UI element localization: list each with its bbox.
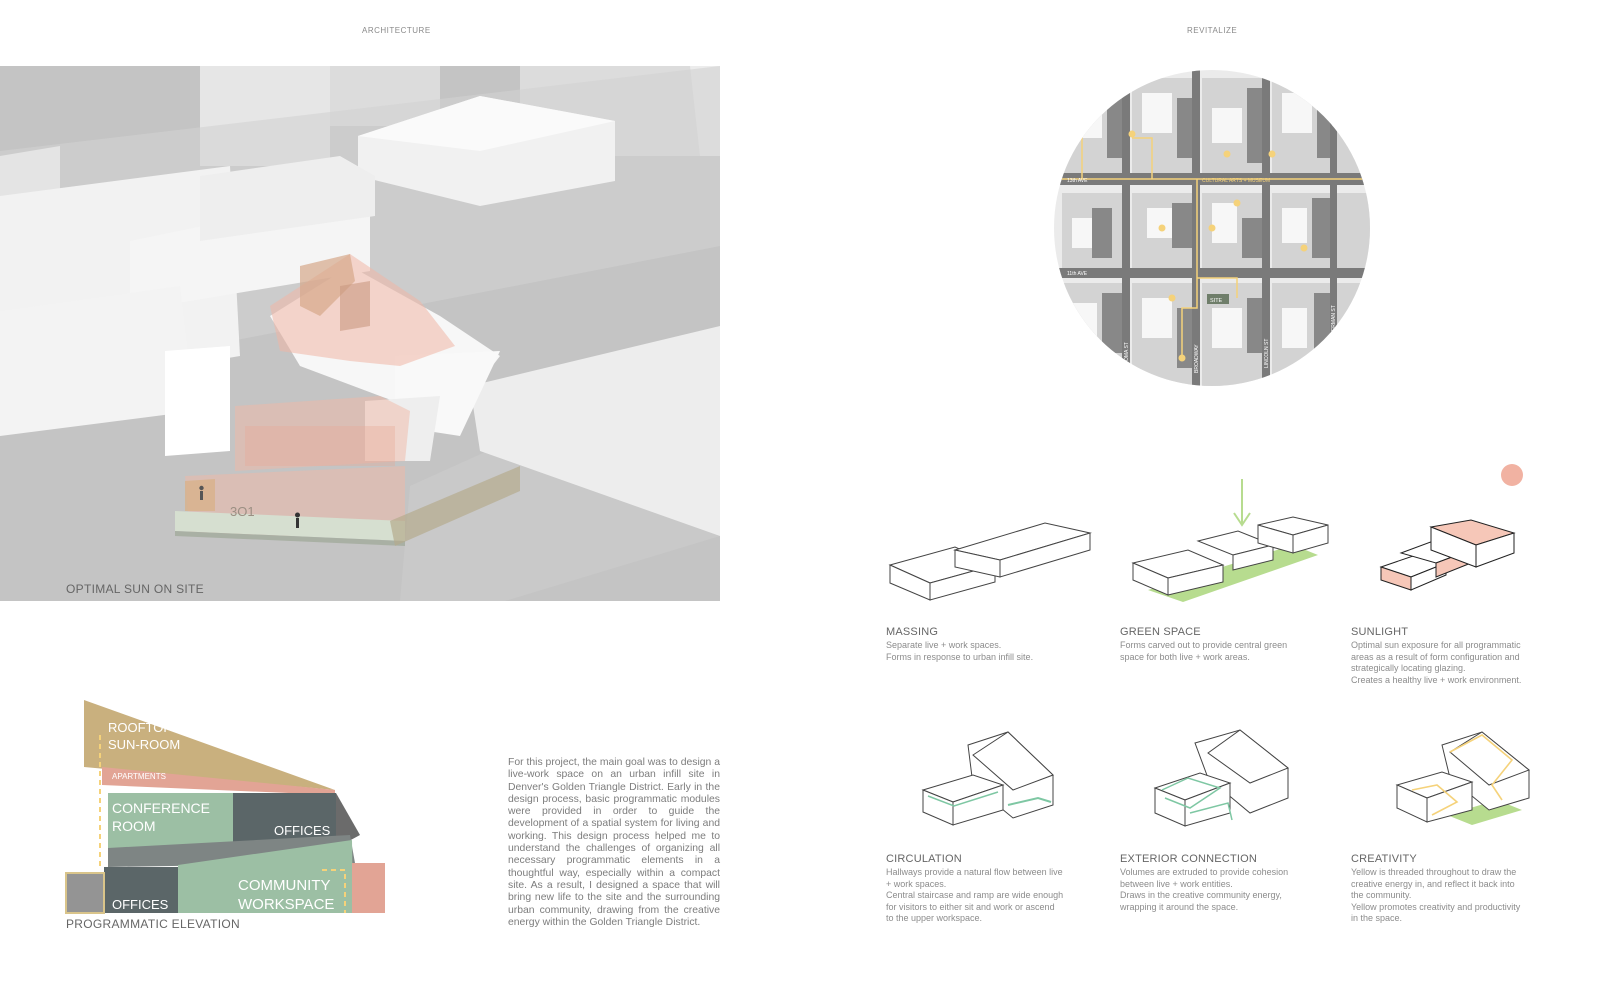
desc-line: creative energy in, and reflect it back … (1351, 878, 1515, 889)
desc-line: wrapping it around the space. (1120, 901, 1239, 912)
desc-line: areas as a result of form configuration … (1351, 651, 1520, 662)
diagram-desc-circulation: Hallways provide a natural flow between … (886, 867, 1086, 925)
desc-line: strategically locating glazing. (1351, 663, 1466, 674)
diagram-title-green-space: GREEN SPACE (1120, 626, 1201, 638)
diagram-desc-creativity: Yellow is threaded throughout to draw th… (1351, 867, 1561, 925)
desc-line: Draws in the creative community energy, (1120, 890, 1282, 901)
elevation-caption: PROGRAMMATIC ELEVATION (66, 917, 240, 931)
site-render-caption: OPTIMAL SUN ON SITE (66, 582, 204, 596)
map-label-museum: CULTURAL ARTS + MUSEUM (1202, 178, 1270, 184)
diagram-title-sunlight: SUNLIGHT (1351, 626, 1409, 638)
desc-line: in the space. (1351, 913, 1403, 924)
map-street-acoma: ACOMA ST (1124, 342, 1130, 368)
elevation-label-conference-2: ROOM (112, 818, 156, 834)
desc-line: the community. (1351, 890, 1412, 901)
diagram-desc-sunlight: Optimal sun exposure for all programmati… (1351, 640, 1561, 686)
desc-line: Forms in response to urban infill site. (886, 651, 1034, 662)
desc-line: Volumes are extruded to provide cohesion (1120, 867, 1289, 877)
desc-line: Forms carved out to provide central gree… (1120, 640, 1288, 650)
desc-line: space for both live + work areas. (1120, 651, 1250, 662)
map-street-13th: 13th AVE (1067, 178, 1088, 184)
project-description: For this project, the main goal was to d… (508, 757, 720, 928)
desc-line: + work spaces. (886, 878, 947, 889)
map-street-11th: 11th AVE (1067, 271, 1088, 277)
circulation-diagram (921, 731, 1054, 826)
desc-line: for visitors to either sit and work or a… (886, 901, 1055, 912)
elevation-label-offices-lower: OFFICES (112, 897, 169, 912)
elevation-label-community-2: WORKSPACE (238, 896, 334, 913)
diagram-title-creativity: CREATIVITY (1351, 853, 1417, 865)
programmatic-elevation: ROOFTOP SUN-ROOM APARTMENTS CONFERENCE R… (65, 700, 385, 914)
creativity-diagram (1395, 731, 1530, 825)
elevation-label-offices-upper: OFFICES (274, 823, 331, 838)
sunlight-diagram (1379, 519, 1516, 591)
exterior-connection-diagram (1153, 729, 1289, 827)
map-street-lincoln: LINCOLN ST (1264, 339, 1270, 368)
desc-line: Hallways provide a natural flow between … (886, 867, 1063, 877)
elevation-label-rooftop-1: ROOFTOP (108, 720, 172, 735)
elevation-label-community-1: COMMUNITY (238, 877, 331, 894)
diagram-desc-green-space: Forms carved out to provide central gree… (1120, 640, 1320, 663)
map-street-sherman: SHERMAN ST (1331, 305, 1337, 338)
site-map: 13th AVE 11th AVE CULTURAL ARTS + MUSEUM… (1054, 70, 1370, 386)
diagram-desc-exterior-connection: Volumes are extruded to provide cohesion… (1120, 867, 1320, 913)
elevation-label-conference-1: CONFERENCE (112, 800, 210, 816)
sun-dot (1501, 464, 1523, 486)
desc-line: Optimal sun exposure for all programmati… (1351, 640, 1521, 650)
desc-line: to the upper workspace. (886, 913, 983, 924)
elevation-label-apartments: APARTMENTS (112, 772, 166, 781)
map-street-broadway: BROADWAY (1194, 344, 1200, 373)
desc-line: Creates a healthy live + work environmen… (1351, 674, 1522, 685)
elevation-label-rooftop-2: SUN-ROOM (108, 737, 180, 752)
site-render: 3O1 (0, 66, 720, 601)
desc-line: Central staircase and ramp are wide enou… (886, 890, 1064, 901)
map-label-site: SITE (1210, 298, 1223, 304)
green-space-diagram (1131, 479, 1329, 602)
diagram-title-massing: MASSING (886, 626, 939, 638)
page-header-revitalize: REVITALIZE (1187, 26, 1238, 35)
desc-line: Yellow is threaded throughout to draw th… (1351, 867, 1517, 877)
site-address-number: 3O1 (230, 504, 255, 519)
massing-diagram (888, 522, 1092, 601)
page-header-architecture: ARCHITECTURE (362, 26, 431, 35)
desc-line: Separate live + work spaces. (886, 640, 1002, 650)
diagram-title-circulation: CIRCULATION (886, 853, 962, 865)
desc-line: between live + work entities. (1120, 878, 1233, 889)
desc-line: Yellow promotes creativity and productiv… (1351, 901, 1521, 912)
diagram-desc-massing: Separate live + work spaces. Forms in re… (886, 640, 1086, 663)
diagram-title-exterior-connection: EXTERIOR CONNECTION (1120, 853, 1258, 865)
